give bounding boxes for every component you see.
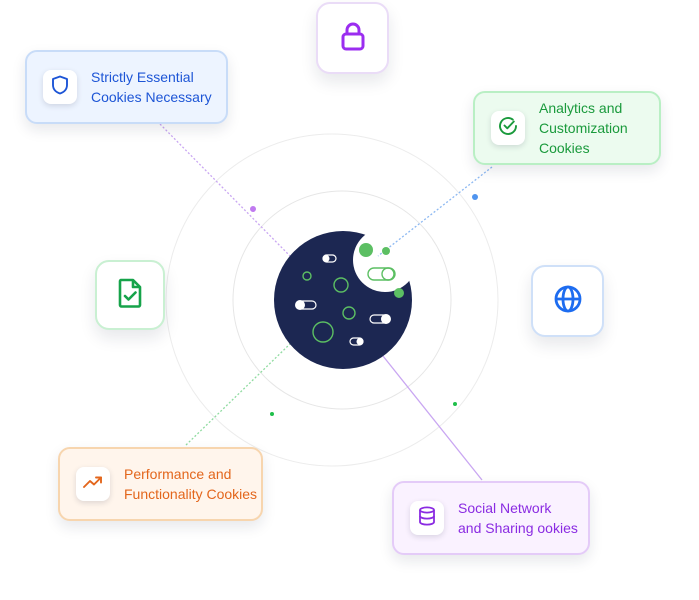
shield-icon: [51, 75, 69, 100]
connector-social: [382, 355, 483, 481]
analytics-label-line1: Analytics and: [539, 100, 623, 116]
analytics-chip: [491, 111, 525, 145]
analytics-cookies-card: Analytics and Customization Cookies: [473, 91, 661, 165]
orbit-dot-purple: [250, 206, 256, 212]
essential-label-line2: Cookies Necessary: [91, 89, 212, 105]
trending-up-icon: [83, 475, 103, 494]
analytics-label-line2: Customization: [539, 120, 628, 136]
database-icon: [418, 506, 436, 531]
check-circle-icon: [498, 116, 518, 141]
connector-performance: [185, 341, 293, 446]
cookie-icon: [274, 231, 412, 369]
connector-analytics: [377, 166, 493, 257]
lock-icon: [338, 20, 368, 57]
performance-cookies-card: Performance and Functionality Cookies: [58, 447, 263, 521]
outer-orbit-ring: [165, 133, 499, 467]
performance-chip: [76, 467, 110, 501]
performance-label: Performance and Functionality Cookies: [124, 464, 257, 504]
social-cookies-card: Social Network and Sharing ookies: [392, 481, 590, 555]
orbit-dot-green: [270, 412, 274, 416]
connector-essential: [159, 123, 293, 259]
inner-orbit-ring: [232, 190, 452, 410]
performance-label-line2: Functionality Cookies: [124, 486, 258, 502]
social-label-line1: Social Network: [458, 500, 552, 516]
essential-label-line1: Strictly Essential: [91, 69, 194, 85]
social-chip: [410, 501, 444, 535]
globe-icon-tile: [531, 265, 604, 337]
file-check-icon-tile: [95, 260, 165, 330]
essential-label: Strictly Essential Cookies Necessary: [91, 67, 212, 107]
globe-icon: [553, 284, 583, 319]
essential-cookies-card: Strictly Essential Cookies Necessary: [25, 50, 228, 124]
orbit-dot-blue: [472, 194, 478, 200]
social-label-line2: and Sharing ookies: [458, 520, 578, 536]
essential-chip: [43, 70, 77, 104]
lock-icon-tile: [316, 2, 389, 74]
analytics-label: Analytics and Customization Cookies: [539, 98, 628, 158]
orbit-dot-green-2: [453, 402, 457, 406]
analytics-label-line3: Cookies: [539, 140, 590, 156]
social-label: Social Network and Sharing ookies: [458, 498, 578, 538]
file-check-icon: [116, 277, 144, 314]
performance-label-line1: Performance and: [124, 466, 232, 482]
